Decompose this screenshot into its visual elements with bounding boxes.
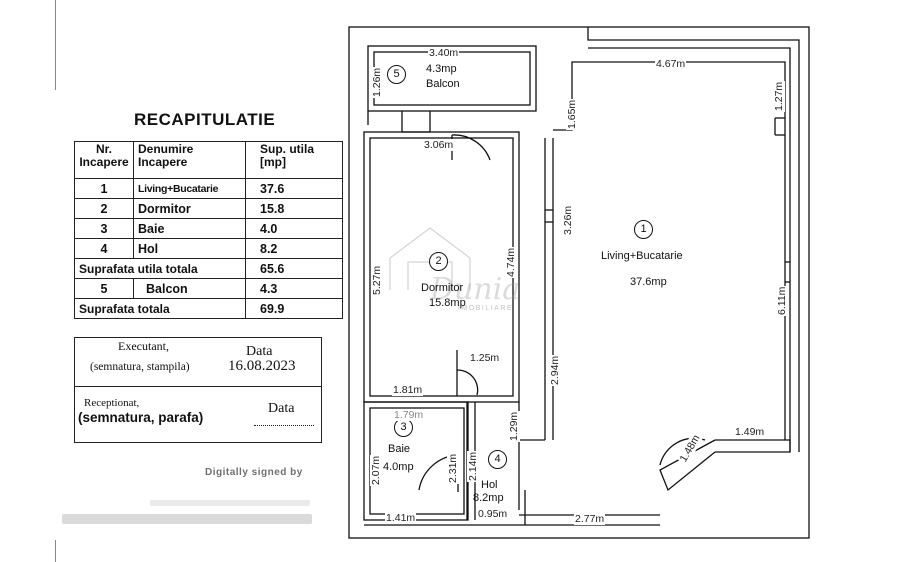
- dimension-label: 3.40m: [428, 47, 460, 59]
- dimension-label: 2.94m: [549, 354, 561, 386]
- executant-date-label: Data: [246, 344, 273, 359]
- executant-label: Executant,: [118, 339, 169, 353]
- dimension-label: 5.27m: [371, 264, 383, 296]
- row-area: 15.8: [245, 198, 343, 219]
- watermark-sub: IMOBILIARE: [458, 305, 514, 312]
- room-area-2: 15.8mp: [429, 297, 466, 309]
- door-arc: [451, 134, 491, 161]
- room-area-5: 4.3mp: [426, 63, 457, 75]
- dimension-label: 2.14m: [467, 450, 479, 482]
- useful-total-row: Suprafata utila totala 65.6: [74, 258, 343, 279]
- signature-divider: [74, 386, 321, 387]
- door-arc: [456, 369, 479, 396]
- dimension-label: 2.77m: [574, 513, 606, 525]
- total-row: Suprafata totala 69.9: [74, 298, 343, 319]
- dimension-label: 4.67m: [655, 58, 687, 70]
- dimension-label: 1.26m: [371, 66, 383, 98]
- room-area-3: 4.0mp: [383, 461, 414, 473]
- receptionat-date-label: Data: [268, 401, 295, 416]
- dimension-label: 1.79m: [393, 409, 425, 421]
- header-nr: Nr. Incapere: [74, 141, 134, 179]
- dimension-label: 2.31m: [447, 452, 459, 484]
- room-number-5: 5: [387, 65, 406, 84]
- receptionat-sub: (semnatura, parafa): [78, 410, 204, 425]
- total-label: Suprafata totala: [74, 298, 246, 319]
- dimension-label: 4.74m: [505, 246, 517, 278]
- outer-frame: [348, 26, 810, 539]
- room-area-1: 37.6mp: [630, 276, 667, 288]
- digital-signature-text: Digitally signed by: [205, 467, 303, 478]
- total-value: 69.9: [245, 298, 343, 319]
- recap-header-row: Nr. Incapere Denumire Incapere Sup. util…: [74, 141, 343, 179]
- outer-wall-line: [587, 27, 800, 452]
- table-row: 4 Hol 8.2: [74, 238, 343, 259]
- table-row: 5 Balcon 4.3: [74, 278, 343, 299]
- table-row: 2 Dormitor 15.8: [74, 198, 343, 219]
- row-name: Dormitor: [133, 198, 246, 219]
- blurred-signature: [150, 500, 310, 506]
- dimension-label: 3.06m: [423, 139, 455, 151]
- dimension-label: 2.07m: [370, 454, 382, 486]
- room-name-3: Baie: [388, 443, 411, 455]
- dimension-label: 6.11m: [776, 285, 788, 316]
- date-dotted-line: [254, 425, 314, 426]
- room-name-5: Balcon: [426, 78, 460, 90]
- dimension-label: 1.25m: [469, 352, 501, 364]
- dimension-label: 1.29m: [508, 410, 520, 442]
- dimension-label: 0.95m: [477, 508, 509, 520]
- receptionat-label: Receptionat,: [84, 397, 140, 409]
- dimension-label: 1.49m: [734, 426, 766, 438]
- room-number-4: 4: [488, 450, 507, 469]
- executant-date: 16.08.2023: [228, 358, 296, 374]
- recap-table: Nr. Incapere Denumire Incapere Sup. util…: [74, 141, 343, 319]
- house-outline-icon: [389, 227, 471, 290]
- living-outline: [553, 61, 786, 440]
- dimension-label: 3.26m: [562, 204, 574, 236]
- room-name-2: Dormitor: [421, 282, 464, 294]
- room-number-1: 1: [634, 220, 653, 239]
- balcony-outline: [367, 45, 537, 112]
- wall-line: [715, 439, 791, 453]
- recap-title: RECAPITULATIE: [134, 110, 276, 129]
- dimension-label: 1.41m: [385, 512, 417, 524]
- signature-box: [74, 337, 322, 443]
- room-area-4: 8.2mp: [473, 492, 504, 504]
- dimension-label: 1.81m: [392, 384, 424, 396]
- page-border: [55, 0, 56, 90]
- dimension-label: 1.27m: [773, 80, 785, 112]
- room-name-1: Living+Bucatarie: [601, 250, 683, 262]
- header-area: Sup. utila [mp]: [245, 141, 343, 179]
- table-row: 3 Baie 4.0: [74, 218, 343, 239]
- useful-total-label: Suprafata utila totala: [74, 258, 246, 279]
- room-name-4: Hol: [481, 479, 498, 491]
- useful-total-value: 65.6: [245, 258, 343, 279]
- executant-sub: (semnatura, stampila): [90, 361, 190, 373]
- page-border: [55, 540, 56, 562]
- dimension-label: 1.65m: [566, 98, 578, 130]
- blurred-signature: [62, 514, 312, 524]
- room-number-2: 2: [429, 252, 448, 271]
- outer-wall-line: [588, 47, 791, 452]
